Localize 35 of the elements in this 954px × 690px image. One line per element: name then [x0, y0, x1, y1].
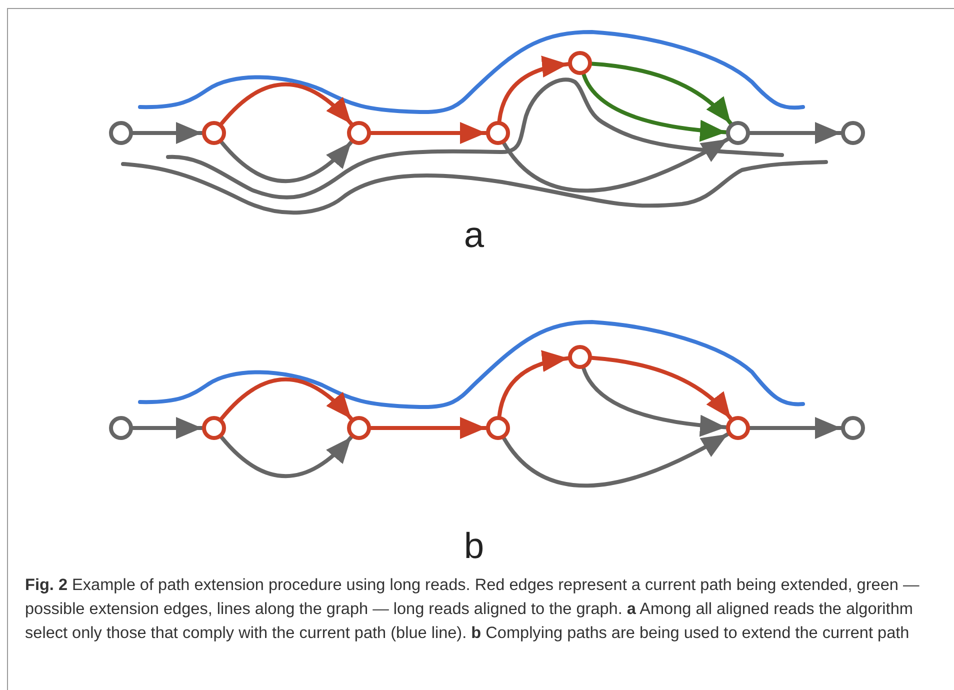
graph-vertex	[347, 121, 371, 145]
graph-vertex	[486, 121, 510, 145]
graph-vertex	[841, 121, 865, 145]
graph-vertex	[568, 345, 592, 369]
arrow	[220, 377, 354, 421]
panel-label: b	[464, 525, 484, 567]
arrow	[497, 351, 570, 418]
arrow	[502, 137, 730, 193]
graph-vertex	[347, 416, 371, 440]
arrow	[369, 122, 488, 144]
arrow	[748, 122, 843, 144]
arrow	[590, 356, 733, 420]
graph-vertex	[568, 51, 592, 75]
arrow	[582, 72, 728, 142]
arrow	[220, 435, 354, 478]
panel-label: a	[464, 214, 484, 256]
arrow	[220, 140, 354, 184]
arrow	[131, 122, 204, 144]
graph-vertex	[841, 416, 865, 440]
arrow	[590, 62, 733, 126]
arrow	[369, 417, 488, 439]
graph-vertex	[109, 121, 133, 145]
graph-vertex	[486, 416, 510, 440]
arrow	[497, 56, 570, 124]
graph-vertex	[202, 121, 226, 145]
graph-vertex	[109, 416, 133, 440]
arrow	[131, 417, 204, 439]
arrow	[502, 432, 730, 488]
graph-vertex	[726, 121, 750, 145]
graph-vertex	[726, 416, 750, 440]
arrow	[582, 366, 728, 436]
figure-caption: Fig. 2 Example of path extension procedure using long reads. Red edges represent a current path being extended, green — possible extension edges, lines along the graph — long reads aligned to the graph. a Among all aligned reads the algorithm select only those that comply with the current path (blue line). b Complying paths are being used to extend the current path	[25, 575, 920, 644]
graph-vertex	[202, 416, 226, 440]
arrow	[748, 417, 843, 439]
arrow	[220, 82, 354, 126]
